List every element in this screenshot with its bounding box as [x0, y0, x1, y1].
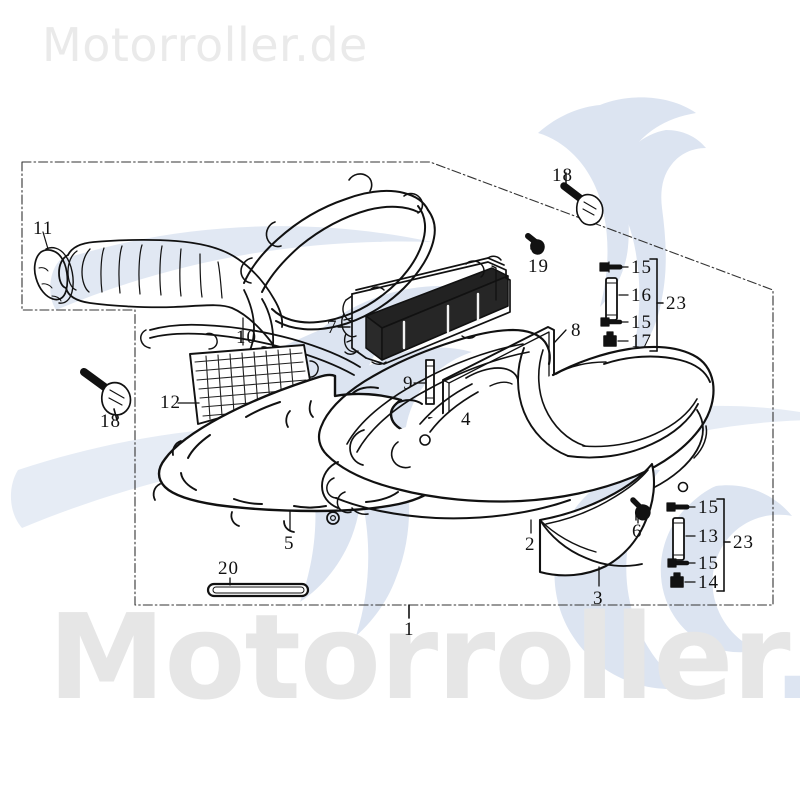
part-18-hex-bolt-left — [80, 368, 132, 421]
hardware-label-15-lower-bottom: 15 — [698, 553, 719, 574]
hardware-label-16: 16 — [631, 285, 652, 306]
callout-label-20: 20 — [218, 558, 239, 579]
hardware-label-15-lower-top: 15 — [698, 497, 719, 518]
hardware-label-15-upper-top: 15 — [631, 257, 652, 278]
callout-label-3: 3 — [593, 588, 604, 609]
callout-label-7: 7 — [327, 317, 338, 338]
part-17-nut — [603, 331, 617, 347]
part-9-spacer-bar — [425, 359, 435, 405]
hardware-label-15-upper-bottom: 15 — [631, 312, 652, 333]
callout-label-2: 2 — [525, 534, 536, 555]
callout-label-1: 1 — [404, 619, 415, 640]
upper-hardware-group-art — [599, 258, 664, 352]
part-11-clamp-ring — [33, 246, 74, 304]
callout-label-4: 4 — [461, 409, 472, 430]
callout-label-19: 19 — [528, 256, 549, 277]
callout-leader-8 — [553, 329, 567, 344]
callout-label-6: 6 — [632, 521, 643, 542]
part-19-small-screw — [525, 233, 545, 255]
lower-hardware-group-art — [666, 498, 731, 592]
callout-label-18-left: 18 — [100, 411, 121, 432]
callout-label-5: 5 — [284, 533, 295, 554]
bottom-watermark-main: Motorroller — [48, 588, 774, 726]
callout-leader-11 — [42, 231, 49, 250]
part-20-seal-strip — [206, 582, 310, 598]
callout-label-10: 10 — [236, 327, 257, 348]
hardware-label-13: 13 — [698, 526, 719, 547]
part-2-right-side-cover — [317, 328, 715, 525]
callout-label-11: 11 — [33, 218, 54, 239]
part-13-rubber-bar — [672, 517, 685, 561]
part-14-nut — [670, 572, 684, 588]
part-16-rubber-bar — [605, 277, 618, 321]
bottom-watermark-suffix: .de — [773, 588, 800, 726]
hardware-label-14: 14 — [698, 572, 719, 593]
part-15-screw-lower-bottom — [667, 558, 690, 568]
assembly-boundary-frame — [21, 161, 774, 606]
part-7-radiator-core — [341, 255, 511, 365]
part-6-small-screw — [630, 497, 651, 521]
bottom-watermark-text: Motorroller.de — [48, 588, 800, 726]
part-15-screw-upper-top — [599, 261, 623, 273]
callout-label-9: 9 — [403, 373, 414, 394]
part-15-screw-upper-bottom — [600, 317, 623, 327]
part-3-spoiler-fin — [538, 462, 656, 577]
callout-label-12: 12 — [160, 392, 181, 413]
part-15-screw-lower-top — [666, 502, 690, 512]
top-watermark-text: Motorroller.de — [42, 18, 368, 72]
hardware-group-label-23-lower: 23 — [733, 532, 754, 553]
hardware-label-17: 17 — [631, 331, 652, 352]
hardware-group-label-23-upper: 23 — [666, 293, 687, 314]
callout-label-18-top: 18 — [552, 165, 573, 186]
part-10-upper-gasket — [240, 173, 436, 331]
callout-label-8: 8 — [571, 320, 582, 341]
part-18-hex-bolt-right — [560, 172, 604, 226]
